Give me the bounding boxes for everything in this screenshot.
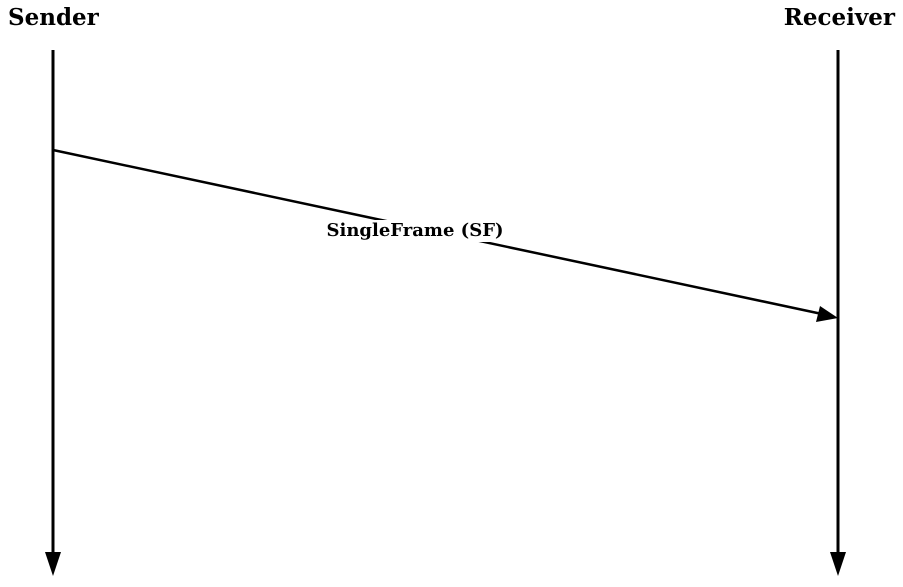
sender-lifeline-arrowhead <box>45 552 61 576</box>
receiver-title: Receiver <box>783 4 895 31</box>
receiver-lifeline-arrowhead <box>830 552 846 576</box>
singleframe-message-label: SingleFrame (SF) <box>324 220 506 242</box>
singleframe-message-arrowhead <box>816 306 838 322</box>
sender-title: Sender <box>8 4 99 31</box>
